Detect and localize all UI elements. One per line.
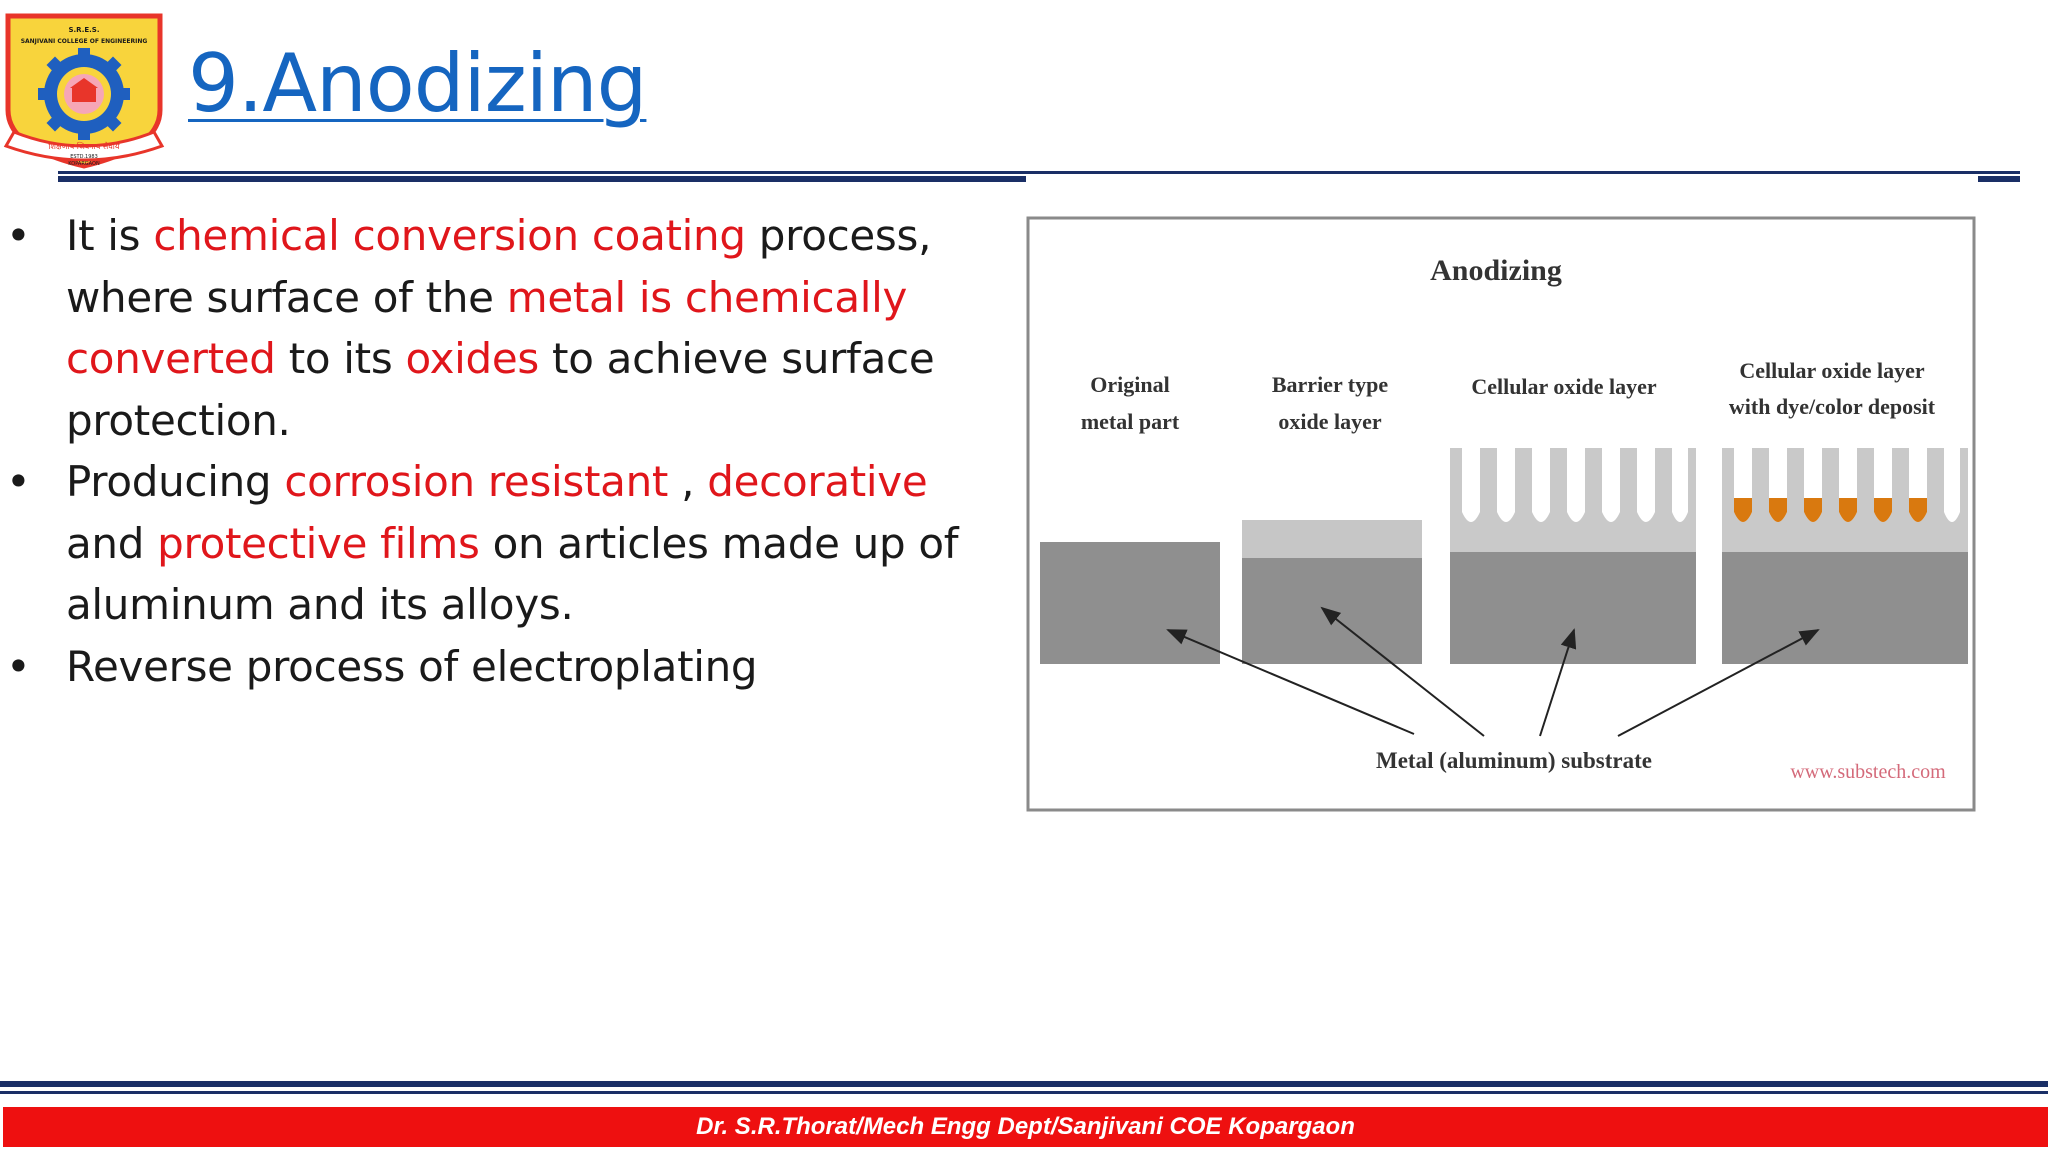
bullet-highlight-text: protective films bbox=[157, 518, 480, 568]
bullet-highlight-text: corrosion resistant bbox=[284, 457, 669, 506]
header-rule-thick-left bbox=[58, 176, 1026, 182]
slide-title: 9.Anodizing bbox=[188, 37, 647, 130]
bullet-dot: • bbox=[6, 211, 31, 260]
bullet-highlight-text: chemical conversion coating bbox=[153, 211, 746, 260]
logo-place: KOPARGAON bbox=[68, 161, 100, 167]
bullet-text: and bbox=[66, 518, 158, 568]
logo-motto: शिक्षणाय जिवनाय सेवाय bbox=[48, 141, 119, 151]
bullet-item: • It is chemical conversion coating proce… bbox=[0, 205, 990, 451]
bullet-text: process, where surface of the bbox=[66, 211, 932, 322]
stage-label-original-2: metal part bbox=[1081, 409, 1180, 434]
bullet-text: to its bbox=[275, 334, 406, 383]
original-metal-block bbox=[1040, 542, 1220, 664]
stage-label-original-1: Original bbox=[1090, 372, 1169, 397]
barrier-metal-block bbox=[1242, 558, 1422, 664]
logo-org-text: SANJIVANI COLLEGE OF ENGINEERING bbox=[21, 38, 148, 45]
header-rule-thick-right bbox=[1978, 176, 2020, 182]
bullet-list: • It is chemical conversion coating proce… bbox=[0, 205, 990, 697]
bullet-text: Reverse process of electroplating bbox=[66, 641, 758, 691]
cellular-oxide-block bbox=[1450, 448, 1696, 664]
stage-label-cellular: Cellular oxide layer bbox=[1471, 374, 1657, 399]
diagram-watermark: www.substech.com bbox=[1790, 761, 1946, 783]
college-logo: S.R.E.S. SANJIVANI COLLEGE OF ENGINEERIN… bbox=[3, 13, 165, 169]
bullet-text: on articles made up of aluminum and its … bbox=[66, 518, 959, 630]
bullet-highlight-text: oxides bbox=[405, 334, 539, 383]
barrier-oxide-layer bbox=[1242, 520, 1422, 558]
substrate-arrows bbox=[1166, 606, 1820, 737]
dyed-oxide-block bbox=[1722, 448, 1968, 664]
stage-label-barrier-1: Barrier type bbox=[1272, 372, 1389, 397]
bullet-text: Producing bbox=[66, 457, 285, 506]
bullet-text: , bbox=[668, 457, 708, 506]
gear-icon bbox=[38, 48, 130, 140]
logo-estd: ESTD.1983 bbox=[70, 154, 98, 160]
bullet-item: • Producing corrosion resistant , decorat… bbox=[0, 451, 990, 636]
bullet-dot: • bbox=[6, 641, 31, 691]
bullet-highlight-text: metal is chemically converted bbox=[66, 272, 908, 384]
footer-rule-thin bbox=[0, 1091, 2048, 1094]
bullet-highlight-text: decorative bbox=[707, 457, 928, 506]
diagram-title: Anodizing bbox=[1430, 254, 1562, 287]
stage-label-dye-2: with dye/color deposit bbox=[1729, 394, 1936, 419]
substrate-label: Metal (aluminum) substrate bbox=[1376, 748, 1652, 773]
header-rule-thin bbox=[58, 171, 2020, 174]
footer-rule-thick bbox=[0, 1081, 2048, 1087]
bullet-dot: • bbox=[6, 457, 31, 506]
logo-top-text: S.R.E.S. bbox=[68, 26, 99, 34]
footer-text: Dr. S.R.Thorat/Mech Engg Dept/Sanjivani … bbox=[696, 1113, 1355, 1140]
stage-label-dye-1: Cellular oxide layer bbox=[1739, 358, 1925, 383]
stage-label-barrier-2: oxide layer bbox=[1278, 409, 1381, 434]
footer-bar: Dr. S.R.Thorat/Mech Engg Dept/Sanjivani … bbox=[3, 1107, 2048, 1147]
bullet-text: to achieve surface protection. bbox=[66, 334, 935, 445]
bullet-item: • Reverse process of electroplating bbox=[0, 636, 990, 698]
bullet-text: It is bbox=[66, 211, 154, 260]
dye-deposits bbox=[1734, 498, 1927, 522]
anodizing-diagram: Anodizing Original metal part Barrier ty… bbox=[1026, 216, 1976, 812]
